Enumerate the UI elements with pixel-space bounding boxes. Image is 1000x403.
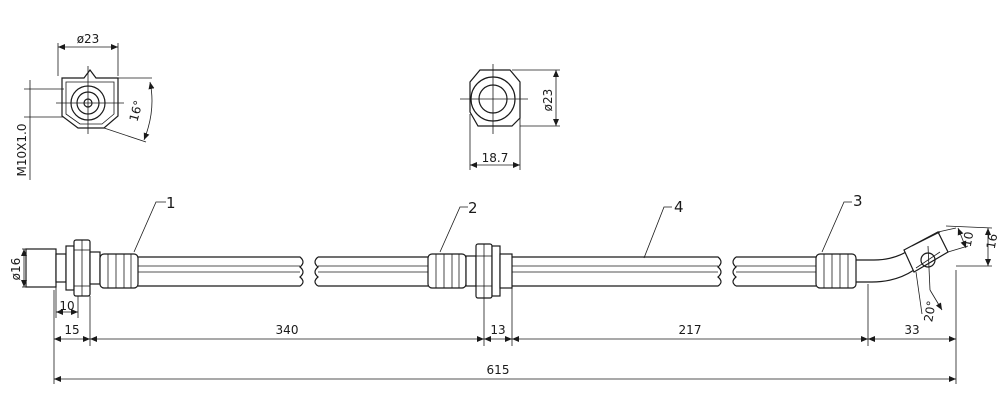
segment-4-label: 217 (679, 323, 702, 337)
right-end-width-label: 10 (960, 231, 976, 248)
hose-segment-a (138, 256, 428, 287)
left-end-length-label: 10 (59, 299, 74, 313)
crimp-ferrule-2 (427, 253, 467, 289)
crimp-ferrule-1 (99, 253, 139, 289)
left-end-dimensions: ø16 10 (9, 248, 79, 318)
top-left-diameter-label: ø23 (77, 32, 100, 46)
hose-segment-b (512, 256, 816, 287)
left-end-diameter-label: ø16 (9, 258, 23, 281)
right-bent-fitting (856, 231, 949, 291)
hose-side-view (25, 231, 949, 299)
segment-3-label: 13 (490, 323, 505, 337)
right-end-dimensions: 10 16 20° (915, 225, 1000, 323)
top-middle-end-view: ø23 18.7 (460, 64, 560, 170)
top-left-angle-label: 16° (127, 99, 146, 123)
length-dimension-chain: 15 340 13 217 33 615 (53, 270, 957, 384)
top-middle-width-label: 18.7 (482, 151, 509, 165)
segment-2-label: 340 (276, 323, 299, 337)
middle-bracket (465, 243, 513, 299)
callout-4: 4 (674, 198, 684, 216)
crimp-ferrule-3 (815, 253, 857, 289)
callout-1: 1 (166, 194, 176, 212)
thread-label: M10X1.0 (15, 124, 29, 177)
right-end-angle-label: 20° (921, 300, 938, 323)
top-left-end-view: ø23 M10X1.0 16° (15, 32, 155, 180)
segment-1-label: 15 (64, 323, 79, 337)
callout-3: 3 (853, 192, 863, 210)
top-middle-diameter-label: ø23 (541, 89, 555, 112)
callouts: 1 2 3 4 (133, 192, 863, 259)
right-end-height-label: 16 (984, 233, 1000, 250)
total-length-label: 615 (487, 363, 510, 377)
callout-2: 2 (468, 199, 478, 217)
segment-5-label: 33 (904, 323, 919, 337)
left-fitting-head (25, 248, 57, 288)
